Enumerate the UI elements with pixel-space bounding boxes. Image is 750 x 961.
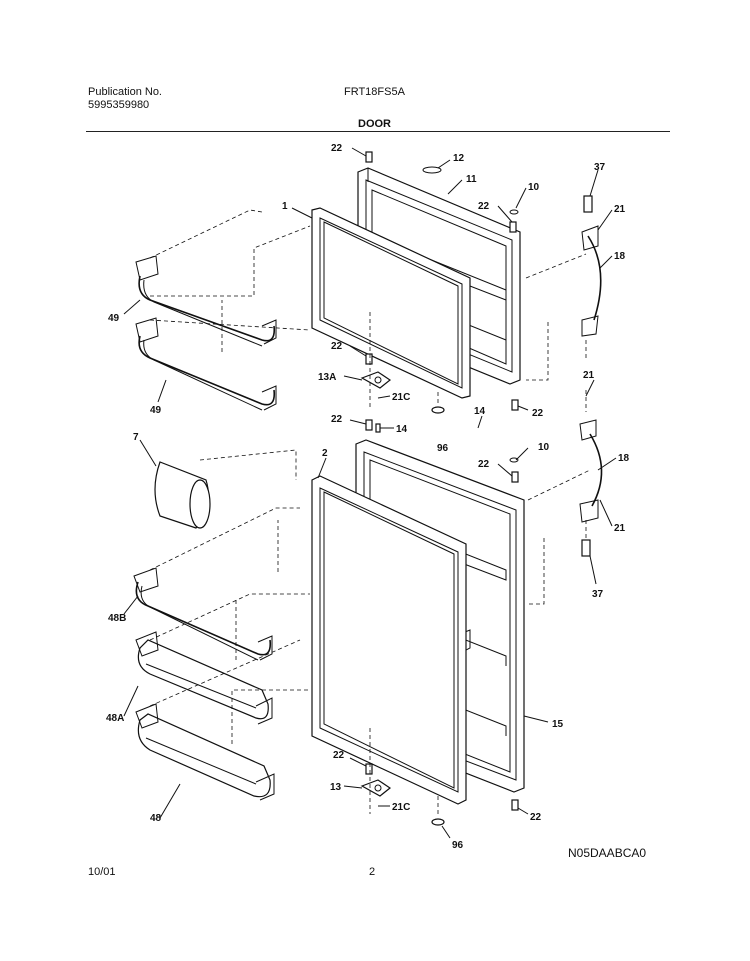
shelf-49-lower: [135, 317, 277, 411]
callout-13a: 13A: [318, 372, 336, 383]
hinge-13a: [360, 371, 392, 389]
shelf-48a: [135, 631, 273, 725]
callout-14: 14: [396, 424, 408, 435]
section-title: DOOR: [358, 118, 391, 130]
callout-14: 14: [474, 406, 486, 417]
callout-21: 21: [583, 370, 595, 381]
callout-48: 48: [150, 813, 162, 824]
callout-18: 18: [614, 251, 626, 262]
callout-96: 96: [437, 443, 449, 454]
callout-7: 7: [133, 432, 139, 443]
model-number: FRT18FS5A: [344, 86, 405, 98]
plug-96-upper: [431, 406, 445, 414]
callout-49: 49: [108, 313, 120, 324]
callout-37: 37: [592, 589, 604, 600]
callout-22: 22: [333, 750, 345, 761]
callout-22: 22: [530, 812, 542, 823]
footer-date: 10/01: [88, 866, 116, 878]
callout-18: 18: [618, 453, 630, 464]
callout-13: 13: [330, 782, 342, 793]
callout-10: 10: [528, 182, 540, 193]
callout-15: 15: [552, 719, 564, 730]
callout-37: 37: [594, 162, 606, 173]
diagram-code: N05DAABCA0: [568, 846, 647, 860]
callout-labels: 22 12 11 10 22 37 21 18 1 49 49 22 13A 2…: [106, 143, 630, 851]
handle-upper: [581, 195, 602, 337]
callout-48a: 48A: [106, 713, 124, 724]
callout-21c: 21C: [392, 392, 410, 403]
callout-22: 22: [331, 414, 343, 425]
footer-page: 2: [369, 866, 376, 878]
callout-22: 22: [532, 408, 544, 419]
plug-96-lower: [431, 818, 445, 826]
callout-10: 10: [538, 442, 550, 453]
header-rule: [86, 131, 670, 132]
handle-lower: [579, 419, 603, 557]
callout-22: 22: [478, 459, 490, 470]
callout-21c: 21C: [392, 802, 410, 813]
shelf-48: [135, 703, 275, 801]
hinge-13: [360, 779, 392, 797]
publication-label: Publication No.: [88, 86, 162, 98]
publication-number: 5995359980: [88, 99, 150, 111]
callout-21: 21: [614, 523, 626, 534]
callout-22: 22: [331, 143, 343, 154]
leader-lines: [123, 147, 617, 839]
callout-96: 96: [452, 840, 464, 851]
butter-compartment: [154, 461, 211, 529]
callout-22: 22: [478, 201, 490, 212]
callout-2: 2: [322, 448, 328, 459]
callout-22: 22: [331, 341, 343, 352]
callout-49: 49: [150, 405, 162, 416]
callout-12: 12: [453, 153, 465, 164]
callout-1: 1: [282, 201, 288, 212]
shelf-48b: [133, 567, 273, 661]
callout-48b: 48B: [108, 613, 126, 624]
freezer-gasket: [311, 207, 471, 399]
shelf-49-upper: [135, 255, 277, 347]
callout-11: 11: [466, 174, 477, 185]
callout-21: 21: [614, 204, 626, 215]
screws: [365, 151, 519, 811]
assembly-lines: [149, 209, 591, 816]
fresh-food-gasket: [311, 475, 467, 805]
